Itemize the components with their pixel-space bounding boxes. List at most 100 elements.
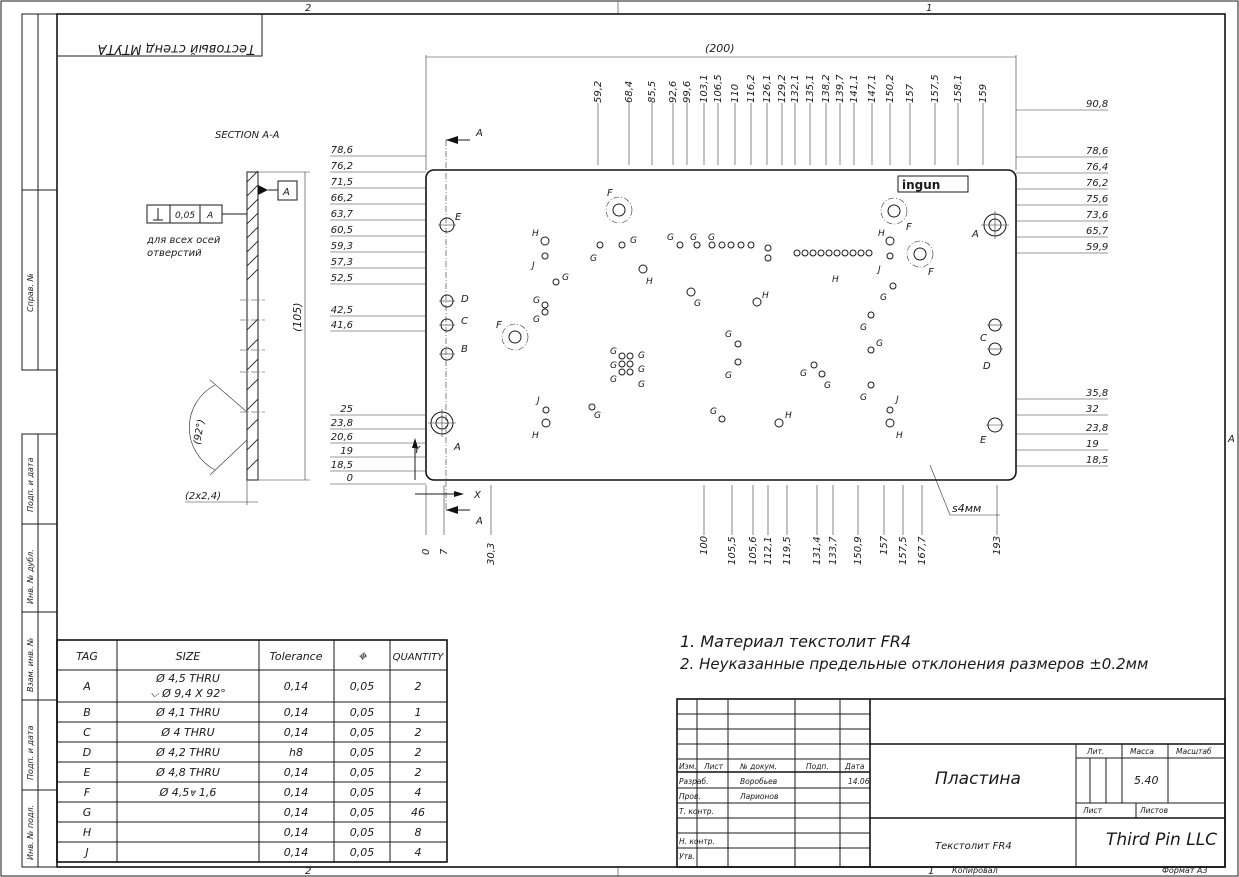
right-dim-label: 90,8 bbox=[1086, 99, 1108, 110]
bottom-dim-label: 133,7 bbox=[828, 536, 839, 565]
right-dim-label: 73,6 bbox=[1086, 210, 1108, 221]
right-dim-label: 19 bbox=[1086, 439, 1099, 450]
hole-f-1-tag: F bbox=[607, 188, 613, 199]
tag-g: G bbox=[562, 273, 569, 283]
tb-sheet-label: Лист bbox=[1082, 806, 1103, 815]
left-dim-label: 0 bbox=[347, 473, 353, 484]
hole-f-3 bbox=[880, 197, 908, 225]
note-2: 2. Неуказанные предельные отклонения раз… bbox=[680, 655, 1148, 673]
top-dim-label: 157,5 bbox=[930, 74, 941, 103]
cell-quantity: 1 bbox=[415, 706, 422, 719]
hole-e-2-tag: E bbox=[980, 435, 987, 446]
cell-tag: B bbox=[83, 706, 91, 719]
zone-label-bottom-left: 2 bbox=[305, 866, 311, 877]
hole-f-2 bbox=[501, 323, 529, 351]
tag-j: J bbox=[876, 265, 881, 275]
hole-d-2 bbox=[987, 342, 1003, 356]
cell-size-countersink: ⌵ Ø 9,4 X 92° bbox=[150, 687, 226, 700]
table-header-quantity: QUANTITY bbox=[393, 652, 445, 663]
tb-checker-label: Пров. bbox=[679, 792, 701, 801]
cell-tag: F bbox=[84, 786, 91, 799]
tag-g: G bbox=[860, 393, 867, 403]
top-dim-label: 132,1 bbox=[790, 74, 801, 103]
side-column-upper bbox=[21, 13, 58, 371]
tb-norm-label: Н. контр. bbox=[679, 837, 715, 846]
left-dim-label: 20,6 bbox=[331, 432, 353, 443]
hole-a-2-tag: A bbox=[971, 229, 979, 240]
cell-quantity: 2 bbox=[415, 726, 422, 739]
title-block bbox=[676, 698, 1226, 868]
left-dim-label: 63,7 bbox=[331, 209, 354, 220]
tag-g: G bbox=[694, 299, 701, 309]
bottom-dim-label: 131,4 bbox=[812, 536, 823, 565]
tb-lit-label: Лит. bbox=[1086, 747, 1104, 756]
tag-g: G bbox=[610, 347, 617, 357]
bottom-dim-label: 7 bbox=[439, 548, 450, 555]
tag-g: G bbox=[610, 361, 617, 371]
cell-position: 0,05 bbox=[350, 766, 375, 779]
cut-marker-bottom: A bbox=[475, 516, 483, 527]
cell-tag: J bbox=[83, 846, 88, 859]
tag-h: H bbox=[832, 275, 839, 285]
left-dim-label: 76,2 bbox=[331, 161, 353, 172]
section-chamfer-dim: (2x2,4) bbox=[185, 491, 221, 502]
tb-tech-label: Т. контр. bbox=[679, 807, 714, 816]
cell-position: 0,05 bbox=[350, 726, 375, 739]
top-dim-label: 141,1 bbox=[849, 74, 860, 103]
tag-h: H bbox=[785, 411, 792, 421]
left-dim-label: 18,5 bbox=[331, 460, 353, 471]
top-dim-label: 92,6 bbox=[668, 81, 679, 103]
section-profile bbox=[246, 171, 259, 481]
left-dim-label: 71,5 bbox=[331, 177, 353, 188]
cell-tag: E bbox=[84, 766, 91, 779]
hole-f-4-tag: F bbox=[928, 267, 934, 278]
axis-x-label: X bbox=[473, 490, 482, 501]
top-dim-label: 116,2 bbox=[746, 74, 757, 103]
cell-tag: D bbox=[83, 746, 91, 759]
part-mass: 5.40 bbox=[1134, 774, 1159, 787]
format-label: Формат А3 bbox=[1162, 866, 1208, 875]
side-label-replace: Взам. инв. № bbox=[26, 638, 35, 692]
tag-g: G bbox=[690, 233, 697, 243]
tag-g: G bbox=[710, 407, 717, 417]
table-header-tolerance: Tolerance bbox=[270, 650, 323, 663]
cell-quantity: 2 bbox=[415, 746, 422, 759]
top-dim-label: 157 bbox=[905, 83, 916, 103]
tag-h: H bbox=[532, 431, 539, 441]
small-hole-tags: H J G G H G G G G G G G H H H J G G G G … bbox=[530, 229, 903, 441]
tolerance-datum: A bbox=[206, 211, 213, 221]
right-dim-label: 32 bbox=[1086, 404, 1099, 415]
datum-label: A bbox=[282, 187, 290, 198]
top-dim-label: 68,4 bbox=[624, 81, 635, 103]
tb-developer: Воробьев bbox=[740, 777, 777, 786]
small-holes bbox=[540, 236, 897, 428]
top-dim-label: 135,1 bbox=[805, 74, 816, 103]
hole-b bbox=[439, 347, 455, 361]
right-dim-label: 75,6 bbox=[1086, 194, 1108, 205]
left-dim-label: 41,6 bbox=[331, 320, 353, 331]
hole-f-1 bbox=[605, 196, 633, 224]
cell-size: Ø 4,8 THRU bbox=[155, 766, 220, 779]
tag-g: G bbox=[725, 330, 732, 340]
tag-g: G bbox=[725, 371, 732, 381]
right-dim-label: 35,8 bbox=[1086, 388, 1108, 399]
cell-tolerance: 0,14 bbox=[284, 846, 309, 859]
tb-label-change: Изм. bbox=[679, 762, 697, 771]
left-dim-label: 42,5 bbox=[331, 305, 353, 316]
side-label-dup: Инв. № дубл. bbox=[26, 549, 35, 604]
top-dim-label: 150,2 bbox=[885, 74, 896, 103]
copied-label: Копировал bbox=[952, 866, 998, 875]
hole-f-3-tag: F bbox=[906, 222, 912, 233]
bottom-dim-label: 157,5 bbox=[898, 536, 909, 565]
tb-developer-date: 14.06 bbox=[848, 777, 870, 786]
cut-marker-top: A bbox=[475, 128, 483, 139]
cell-position: 0,05 bbox=[350, 846, 375, 859]
left-dim-label: 59,3 bbox=[331, 241, 353, 252]
left-dim-label: 78,6 bbox=[331, 145, 353, 156]
tag-g: G bbox=[638, 365, 645, 375]
bottom-dim-label: 193 bbox=[992, 536, 1003, 555]
bottom-dim-label: 157 bbox=[879, 535, 890, 555]
left-dim-label: 23,8 bbox=[331, 418, 353, 429]
